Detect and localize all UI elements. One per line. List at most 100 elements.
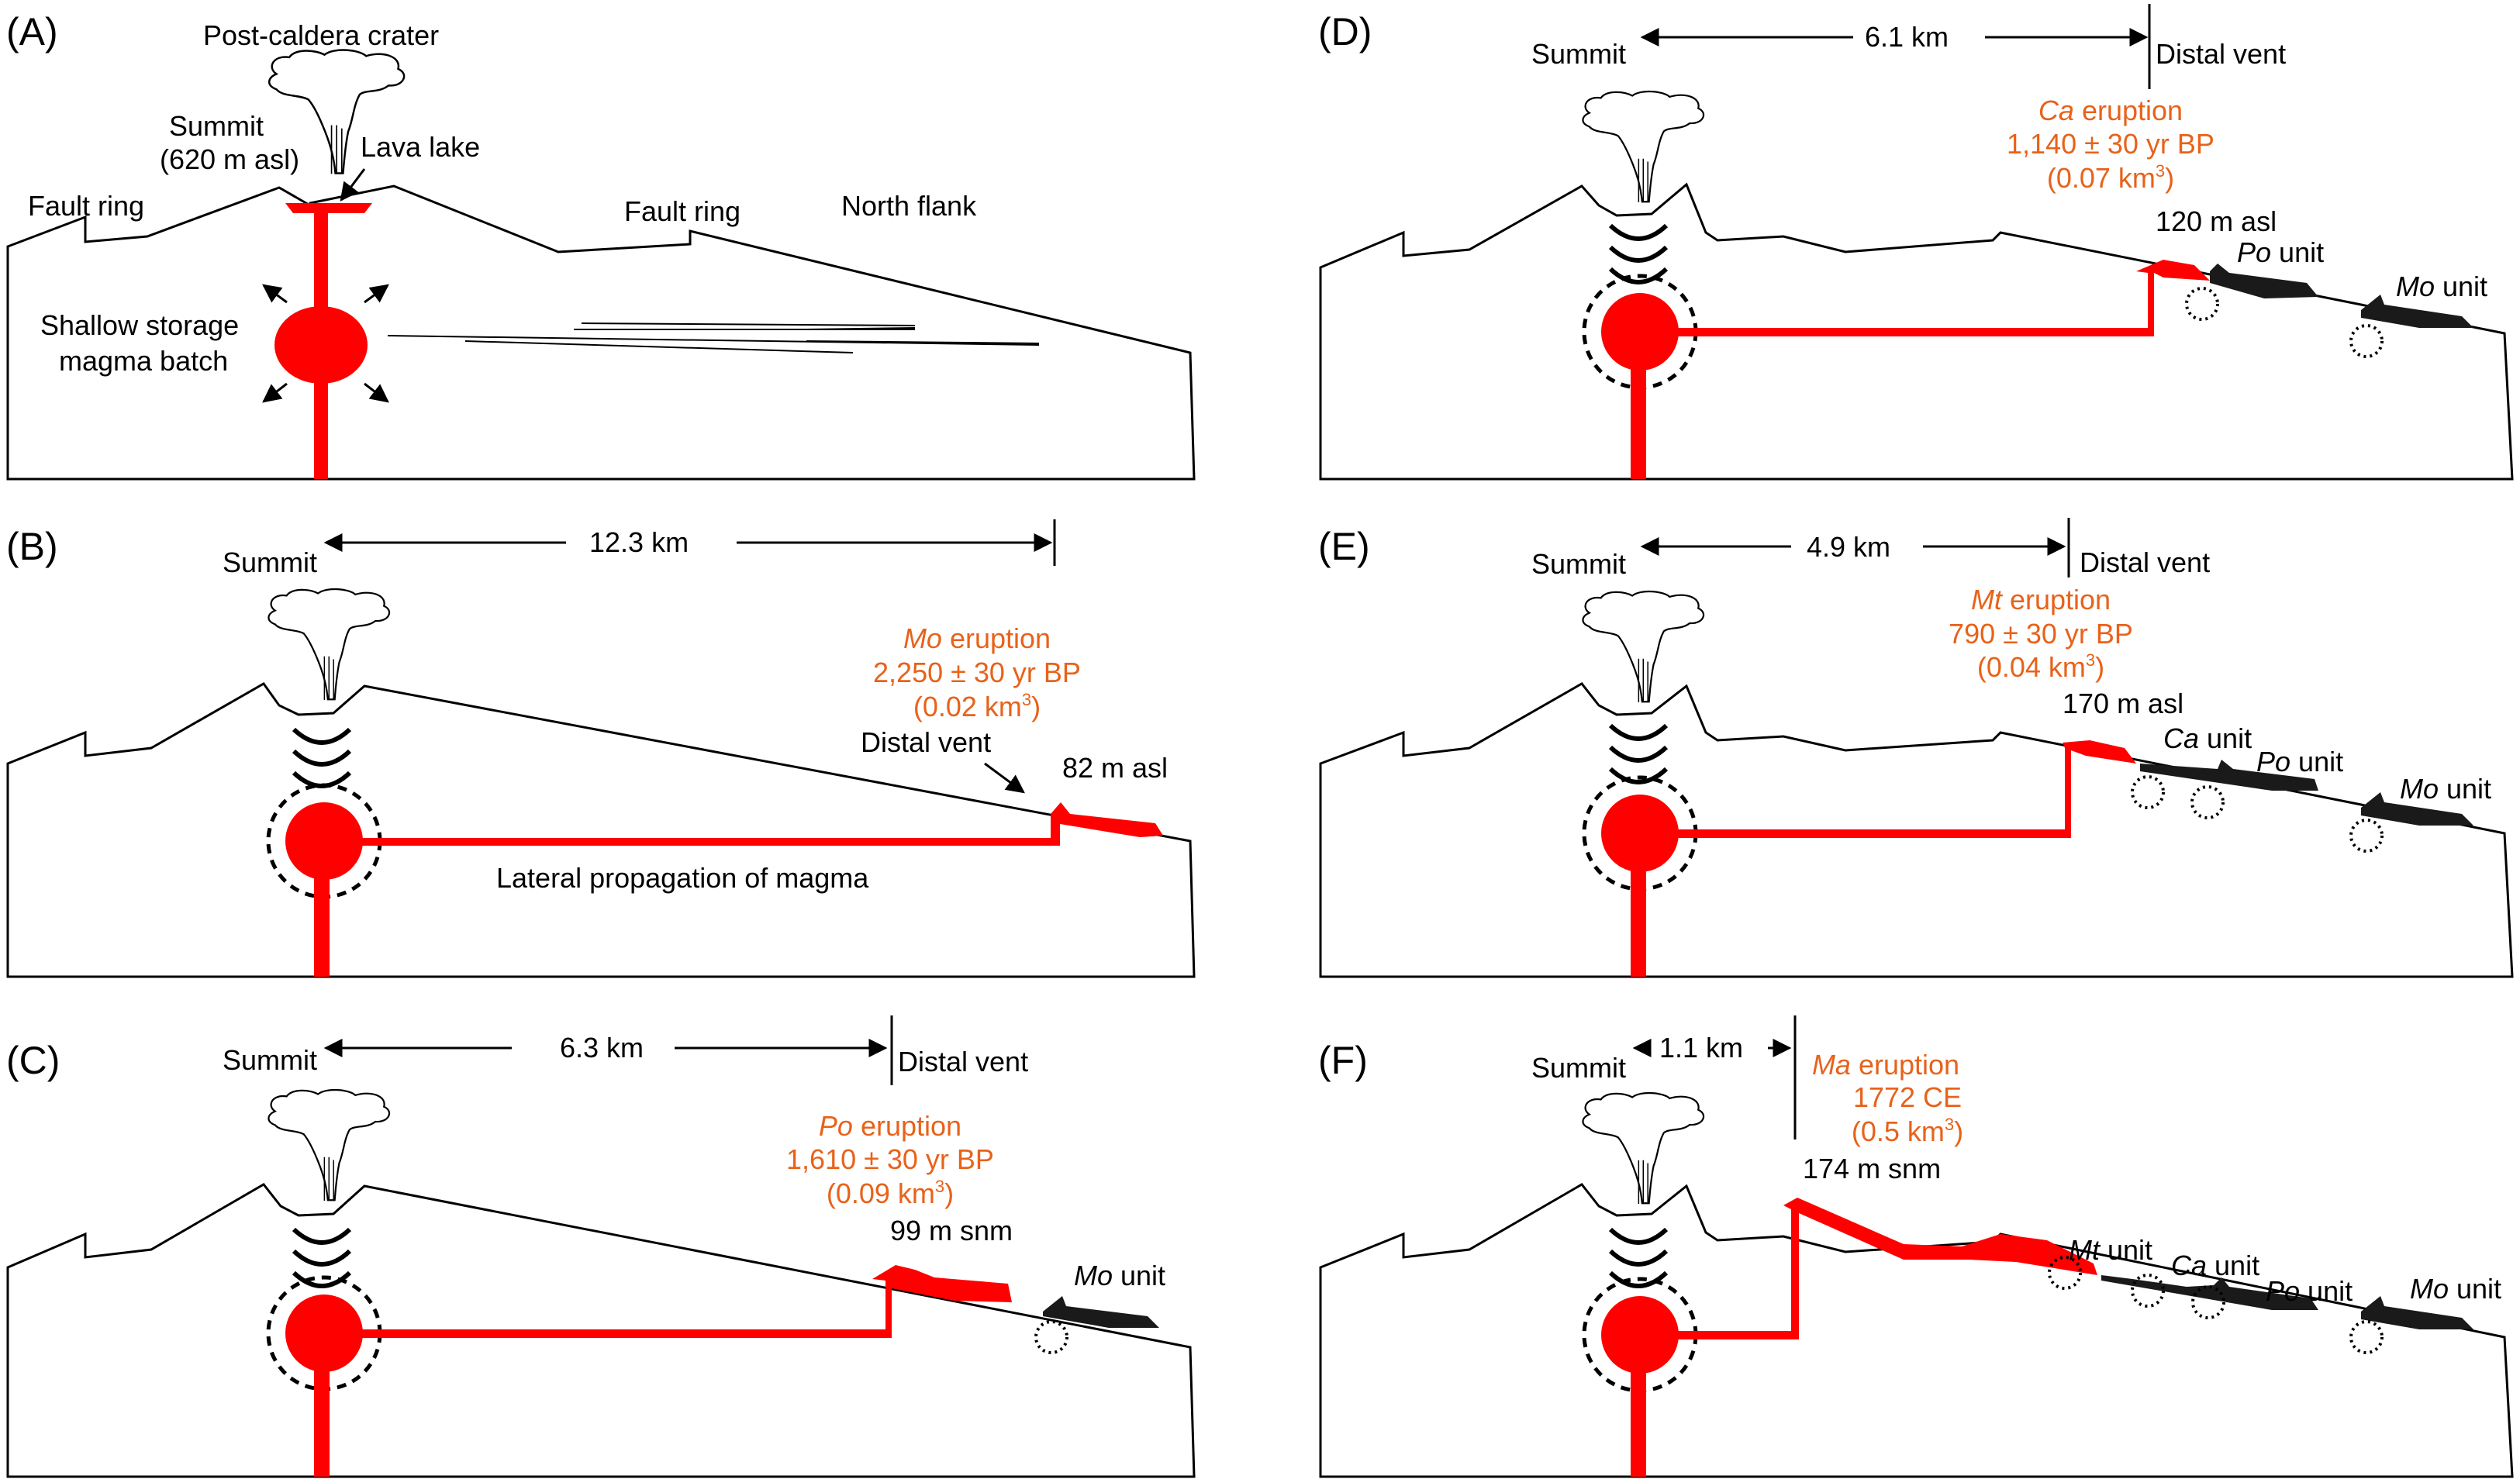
distal-vent-label: Distal vent bbox=[861, 726, 991, 758]
eruption-title: Ca eruption bbox=[2038, 95, 2183, 126]
lava-lake-label: Lava lake bbox=[361, 131, 480, 163]
unit-label-mt: Mt unit bbox=[2069, 1234, 2152, 1266]
distance-label: 4.9 km bbox=[1807, 531, 1890, 563]
eruption-title: Ma eruption bbox=[1812, 1049, 1959, 1081]
panel-d-label: (D) bbox=[1318, 10, 1372, 53]
buried-vent-marker bbox=[2131, 775, 2165, 809]
buried-vent-marker bbox=[2131, 1274, 2165, 1308]
eruption-name: Mo bbox=[903, 622, 942, 654]
panel-f: (F) Summit 1.1 km Ma eruption 1772 CE (0… bbox=[1318, 1015, 2514, 1478]
buried-vent-marker bbox=[2048, 1256, 2082, 1290]
panel-b: (B) Summit 12.3 km Mo eruption 2,250 ± 3… bbox=[6, 519, 1196, 978]
eruption-word: eruption bbox=[942, 622, 1051, 654]
summit-label: Summit bbox=[223, 546, 317, 578]
summit-label: Summit bbox=[1531, 38, 1626, 70]
panel-f-label: (F) bbox=[1318, 1039, 1368, 1082]
buried-vent-marker bbox=[2349, 1320, 2384, 1354]
eruption-title: Mt eruption bbox=[1971, 584, 2111, 615]
vent-elevation: 174 m snm bbox=[1803, 1153, 1941, 1184]
summit-elevation: (620 m asl) bbox=[160, 143, 299, 175]
eruption-volume: (0.5 km3) bbox=[1852, 1115, 1963, 1147]
panel-c-label: (C) bbox=[6, 1039, 60, 1082]
panel-f-cross-section bbox=[1319, 1183, 2514, 1478]
eruption-volume: (0.07 km3) bbox=[2047, 161, 2174, 194]
older-unit-ca-po bbox=[2140, 760, 2318, 791]
summit-label: Summit bbox=[1531, 1052, 1626, 1084]
panel-b-label: (B) bbox=[6, 525, 58, 568]
eruption-age: 1772 CE bbox=[1853, 1081, 1962, 1113]
distance-label: 12.3 km bbox=[589, 526, 689, 558]
eruption-plume-icon bbox=[268, 588, 391, 702]
older-unit-deposit bbox=[1043, 1296, 1159, 1328]
eruption-title: Po eruption bbox=[819, 1110, 961, 1142]
expansion-arrow bbox=[364, 382, 389, 403]
vent-elevation: 170 m asl bbox=[2063, 688, 2183, 719]
buried-vent-marker bbox=[2185, 287, 2219, 321]
buried-vent-marker bbox=[2349, 819, 2384, 853]
eruption-volume: (0.02 km3) bbox=[913, 690, 1041, 722]
eruption-volume: (0.09 km3) bbox=[827, 1177, 954, 1209]
vent-elevation: 99 m snm bbox=[890, 1215, 1013, 1246]
eruption-title: Mo eruption bbox=[903, 622, 1051, 654]
vent-elevation: 120 m asl bbox=[2156, 205, 2277, 237]
unit-label-ca: Ca unit bbox=[2163, 722, 2252, 754]
expansion-arrow bbox=[262, 284, 288, 304]
unit-label-po: Po unit bbox=[2266, 1275, 2353, 1307]
unit-label-mo: Mo unit bbox=[2410, 1273, 2501, 1305]
distance-label: 6.3 km bbox=[560, 1032, 644, 1064]
storage-label-2: magma batch bbox=[59, 345, 228, 377]
eruption-age: 1,140 ± 30 yr BP bbox=[2007, 128, 2214, 160]
panel-c: (C) Summit 6.3 km Distal vent Po eruptio… bbox=[6, 1015, 1196, 1478]
summit-label: Summit bbox=[1531, 548, 1626, 580]
dike-and-lava-flow bbox=[1640, 740, 2136, 838]
unit-label-ca: Ca unit bbox=[2171, 1250, 2259, 1281]
buried-vent-marker bbox=[2191, 1285, 2225, 1319]
distance-label: 1.1 km bbox=[1659, 1032, 1743, 1064]
lateral-propagation-label: Lateral propagation of magma bbox=[496, 862, 869, 894]
older-unit-po bbox=[2210, 264, 2318, 298]
eruption-age: 2,250 ± 30 yr BP bbox=[873, 657, 1081, 688]
fault-ring-left-label: Fault ring bbox=[28, 190, 144, 222]
dike-and-lava-flow bbox=[324, 802, 1163, 846]
eruption-age: 790 ± 30 yr BP bbox=[1949, 618, 2133, 650]
dike-and-lava-flow bbox=[1640, 260, 2210, 336]
lava-lake-arrow bbox=[340, 168, 366, 202]
fault-ring-right-label: Fault ring bbox=[624, 195, 740, 227]
panel-e-label: (E) bbox=[1318, 525, 1370, 568]
storage-label-1: Shallow storage bbox=[40, 309, 239, 341]
panel-a: (A) Post-caldera crater Summit (620 m as… bbox=[6, 10, 1196, 481]
eruption-plume-icon bbox=[268, 1088, 391, 1202]
buried-vent-marker bbox=[2190, 785, 2225, 819]
unit-label-mo: Mo unit bbox=[2400, 773, 2491, 805]
north-flank-label: North flank bbox=[841, 190, 977, 222]
distal-vent-label: Distal vent bbox=[2080, 546, 2210, 578]
unit-label-mo: Mo unit bbox=[1074, 1260, 1165, 1291]
post-caldera-label: Post-caldera crater bbox=[203, 19, 439, 51]
unit-label-mo: Mo unit bbox=[2396, 271, 2487, 302]
distal-vent-label: Distal vent bbox=[2156, 38, 2286, 70]
older-unit-mo bbox=[2361, 792, 2473, 826]
distal-vent-arrow bbox=[984, 762, 1025, 794]
magma-chamber bbox=[274, 306, 368, 384]
eruption-volume: (0.04 km3) bbox=[1977, 650, 2104, 683]
eruption-age: 1,610 ± 30 yr BP bbox=[786, 1143, 994, 1175]
buried-vent-marker bbox=[1034, 1320, 1068, 1354]
expansion-arrow bbox=[364, 284, 389, 304]
unit-label-po: Po unit bbox=[2237, 236, 2324, 268]
distance-label: 6.1 km bbox=[1865, 21, 1949, 53]
panel-d: (D) Summit 6.1 km Distal vent Ca eruptio… bbox=[1318, 4, 2514, 481]
summit-label: Summit bbox=[169, 110, 264, 142]
distal-vent-label: Distal vent bbox=[898, 1046, 1028, 1077]
vent-elevation: 82 m asl bbox=[1062, 752, 1168, 784]
panel-a-label: (A) bbox=[6, 10, 58, 53]
older-unit-mt-ca-po bbox=[2101, 1275, 2318, 1310]
older-unit-mo bbox=[2361, 295, 2473, 328]
panel-b-cross-section bbox=[6, 682, 1196, 978]
summit-label: Summit bbox=[223, 1044, 317, 1076]
unit-label-po: Po unit bbox=[2256, 746, 2343, 777]
dike-and-lava-flow bbox=[324, 1265, 1012, 1338]
expansion-arrow bbox=[262, 382, 288, 403]
panel-e: (E) Summit 4.9 km Distal vent Mt eruptio… bbox=[1318, 518, 2514, 978]
older-unit-mo bbox=[2361, 1296, 2473, 1329]
